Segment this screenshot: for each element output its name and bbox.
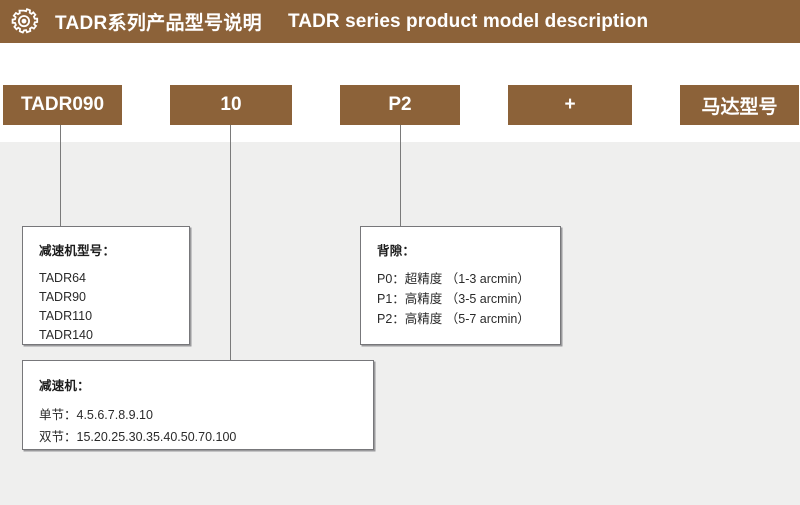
info-box-reducer-model: 减速机型号： TADR64 TADR90 TADR110 TADR140 (22, 226, 190, 345)
list-item: TADR110 (39, 309, 93, 323)
connector-line-backlash (400, 125, 401, 227)
list-item: TADR140 (39, 328, 93, 342)
list-item: TADR64 (39, 271, 87, 285)
info-box-title: 减速机型号： (39, 244, 116, 258)
connector-line-ratio (230, 125, 231, 361)
header-title-cn: TADR系列产品型号说明 (55, 13, 262, 34)
list-item: 单节：4.5.6.7.8.9.10 (39, 408, 153, 422)
list-item: P2：高精度 （5-7 arcmin） (377, 312, 530, 326)
model-code-box-ratio[interactable]: 10 (170, 85, 292, 125)
header-bar: TADR系列产品型号说明 TADR series product model d… (0, 0, 800, 43)
list-item: 双节：15.20.25.30.35.40.50.70.100 (39, 430, 237, 444)
connector-line-series (60, 125, 61, 227)
model-code-box-backlash[interactable]: P2 (340, 85, 460, 125)
header-title-en: TADR series product model description (287, 10, 649, 32)
list-item: P0：超精度 （1-3 arcmin） (377, 272, 530, 286)
info-box-backlash: 背隙： P0：超精度 （1-3 arcmin） P1：高精度 （3-5 arcm… (360, 226, 561, 345)
model-code-box-plus[interactable]: + (508, 85, 632, 125)
gear-icon (11, 7, 39, 34)
model-code-box-series[interactable]: TADR090 (3, 85, 122, 125)
info-box-title: 减速机： (39, 379, 90, 393)
info-box-reduction-ratio: 减速机： 单节：4.5.6.7.8.9.10 双节：15.20.25.30.35… (22, 360, 374, 450)
model-code-box-motor-model[interactable]: 马达型号 (680, 85, 799, 125)
info-box-title: 背隙： (377, 244, 416, 258)
list-item: TADR90 (39, 290, 87, 304)
list-item: P1：高精度 （3-5 arcmin） (377, 292, 530, 306)
